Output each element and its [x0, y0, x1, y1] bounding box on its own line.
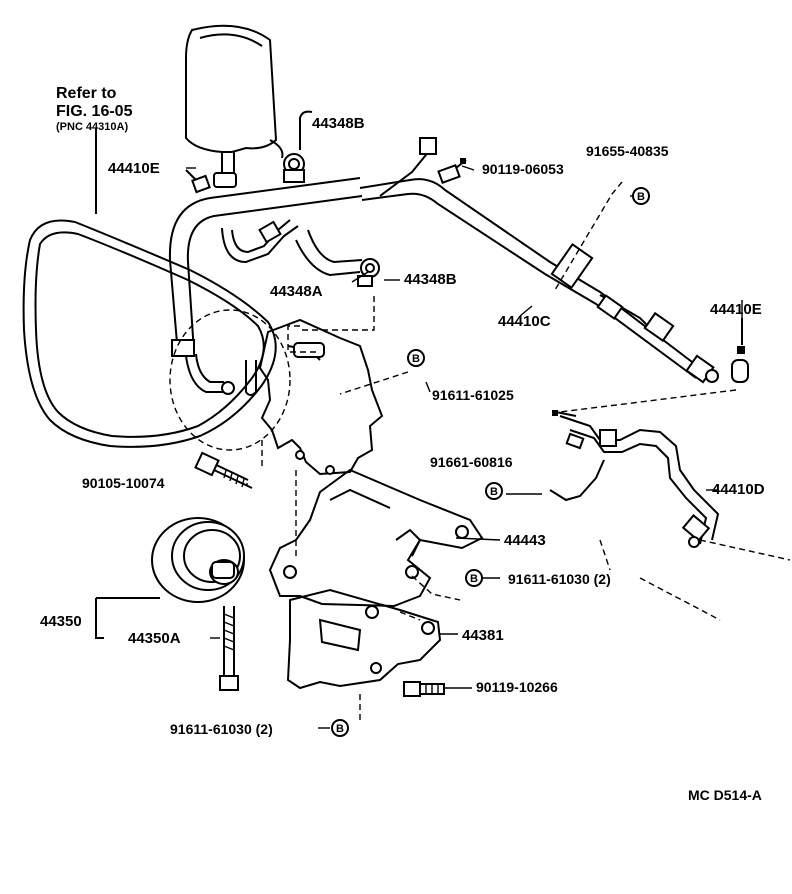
pressure-tube-44410D — [549, 410, 720, 548]
part-label-44443: 44443 — [504, 532, 546, 549]
part-label-44410E-right: 44410E — [710, 301, 762, 318]
reservoir-tank — [185, 24, 284, 188]
hose-clamps — [283, 110, 380, 287]
pulley-44350 — [151, 517, 245, 603]
refer-line-2: FIG. 16-05 — [56, 103, 133, 120]
return-hose — [168, 177, 363, 395]
part-label-44348B-mid: 44348B — [404, 271, 457, 288]
part-label-90119-06053: 90119-06053 — [482, 161, 564, 177]
assembly-guide-lines — [261, 181, 791, 720]
part-label-44348B-top: 44348B — [312, 115, 365, 132]
part-label-44381: 44381 — [462, 627, 504, 644]
leader-lines — [95, 165, 743, 729]
diagram-code: MC D514-A — [688, 787, 762, 803]
pressure-tube-44410C — [359, 137, 719, 384]
bolt-90119-06053 — [437, 158, 467, 184]
marker-B-1: B — [632, 187, 650, 205]
part-label-44410D: 44410D — [712, 481, 765, 498]
part-label-44410E-left: 44410E — [108, 160, 160, 177]
part-label-44348A: 44348A — [270, 283, 323, 300]
power-steering-pump — [169, 309, 384, 476]
marker-B-2: B — [407, 349, 425, 367]
svg-text:B: B — [637, 191, 645, 203]
svg-text:B: B — [336, 723, 344, 735]
part-label-44350A: 44350A — [128, 630, 181, 647]
marker-B-3: B — [485, 482, 503, 500]
bracket-44443 — [268, 468, 484, 608]
clip-44410E-right — [731, 318, 749, 383]
drive-belt — [22, 219, 277, 448]
refer-line-1: Refer to — [56, 85, 117, 102]
part-label-91661-60816: 91661-60816 — [430, 454, 513, 470]
bolt-44350A — [219, 606, 239, 691]
bolt-90105-10074 — [194, 451, 253, 489]
bracket-44381 — [286, 588, 442, 690]
svg-text:B: B — [490, 486, 498, 498]
marker-B-5: B — [331, 719, 349, 737]
svg-text:B: B — [412, 353, 420, 365]
bolt-90119-10266 — [403, 681, 445, 697]
clip-44410E-left — [185, 169, 211, 194]
part-label-91611-61030-right: 91611-61030 (2) — [508, 571, 611, 587]
part-label-44350: 44350 — [40, 613, 82, 630]
part-label-44410C: 44410C — [498, 313, 551, 330]
part-label-91655-40835: 91655-40835 — [586, 143, 669, 159]
hose-44348A — [221, 219, 363, 277]
part-label-90105-10074: 90105-10074 — [82, 475, 165, 491]
svg-text:B: B — [470, 573, 478, 585]
part-label-91611-61025: 91611-61025 — [432, 387, 514, 403]
part-label-90119-10266: 90119-10266 — [476, 679, 558, 695]
refer-line-3: (PNC 44310A) — [56, 121, 128, 133]
marker-B-4: B — [465, 569, 483, 587]
part-label-91611-61030-bottom: 91611-61030 (2) — [170, 721, 273, 737]
